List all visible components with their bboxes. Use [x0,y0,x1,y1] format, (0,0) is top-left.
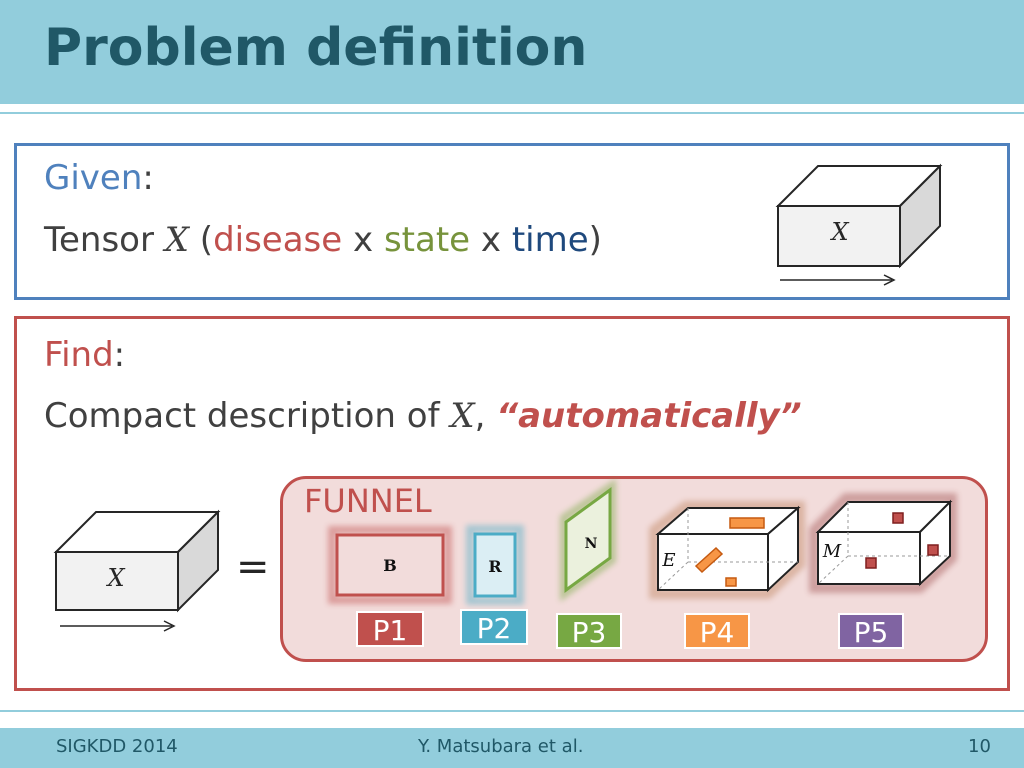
given-colon: : [142,158,154,198]
p5-block-1 [892,512,904,524]
p5-block-2 [865,557,877,569]
given-heading: Given: [44,158,154,198]
find-panel [14,316,1010,691]
footer-divider [0,710,1024,712]
p5-glow [809,493,957,593]
find-colon: : [113,335,126,375]
title-bar: Problem definition [0,0,1024,104]
p4-block-small [725,577,737,587]
time-arrow-head [883,274,896,286]
p1-shape [335,533,445,597]
tensor-cube-given: X [775,163,943,286]
p5-block-3 [927,544,939,556]
p3-glow [560,478,616,602]
p4-block-diag [694,546,724,574]
compact-description: Compact description of X, “automatically… [44,396,802,436]
p2-glow [466,525,524,605]
tag-p2: P2 [460,609,528,645]
p3-shape [564,487,612,593]
tensor-symbol: X [164,220,189,260]
find-heading: Find: [44,335,125,375]
tag-p4: P4 [684,613,750,649]
dim-state: state [383,220,471,260]
p1-glow [328,526,452,604]
p4-hidden-edge-3 [657,561,689,591]
lhs-time-arrow-head [163,620,176,632]
p5-cube: M [809,493,957,593]
given-label: Given [44,158,143,198]
automatically-emphasis: “automatically” [496,396,802,436]
p4-glow [649,501,805,599]
sep-1: x [342,220,384,260]
p4-block-top [729,517,765,529]
lhs-cube-label: X [105,564,125,592]
footer-conference: SIGKDD 2014 [56,736,178,757]
tag-p3: P3 [556,613,622,649]
header-divider [0,112,1024,114]
open-paren: ( [188,220,214,260]
compact-symbol: X [450,396,475,436]
sep-2: x [470,220,512,260]
tensor-word: Tensor [44,220,165,260]
slide-title: Problem definition [44,18,588,78]
lhs-cube-front-face [55,551,179,611]
p4-inner-label: E [661,550,675,571]
p1-inner-label: B [383,556,397,575]
dim-time: time [511,220,589,260]
footer-page-number: 10 [968,736,991,757]
funnel-label: FUNNEL [304,482,432,520]
tag-p1: P1 [356,611,424,647]
tensor-cube-lhs: X [53,509,221,632]
p5-hidden-edge-3 [817,555,849,585]
tensor-description: Tensor X (disease x state x time) [44,220,602,260]
tag-p5: P5 [838,613,904,649]
find-label: Find [44,335,114,375]
p2-inner-label: R [488,557,502,576]
p4-cube: E [649,501,805,599]
footer-authors: Y. Matsubara et al. [418,736,584,757]
compact-text: Compact description of [44,396,451,436]
footer-bar [0,728,1024,768]
dim-disease: disease [213,220,343,260]
p3-inner-label: N [585,536,598,552]
compact-comma: , [474,396,497,436]
cube-label: X [829,218,849,246]
cube-front-face [777,205,901,267]
p5-inner-label: M [822,541,842,562]
equals-sign: = [236,544,270,590]
close-paren: ) [588,220,602,260]
p2-shape [473,532,517,598]
given-panel [14,143,1010,300]
